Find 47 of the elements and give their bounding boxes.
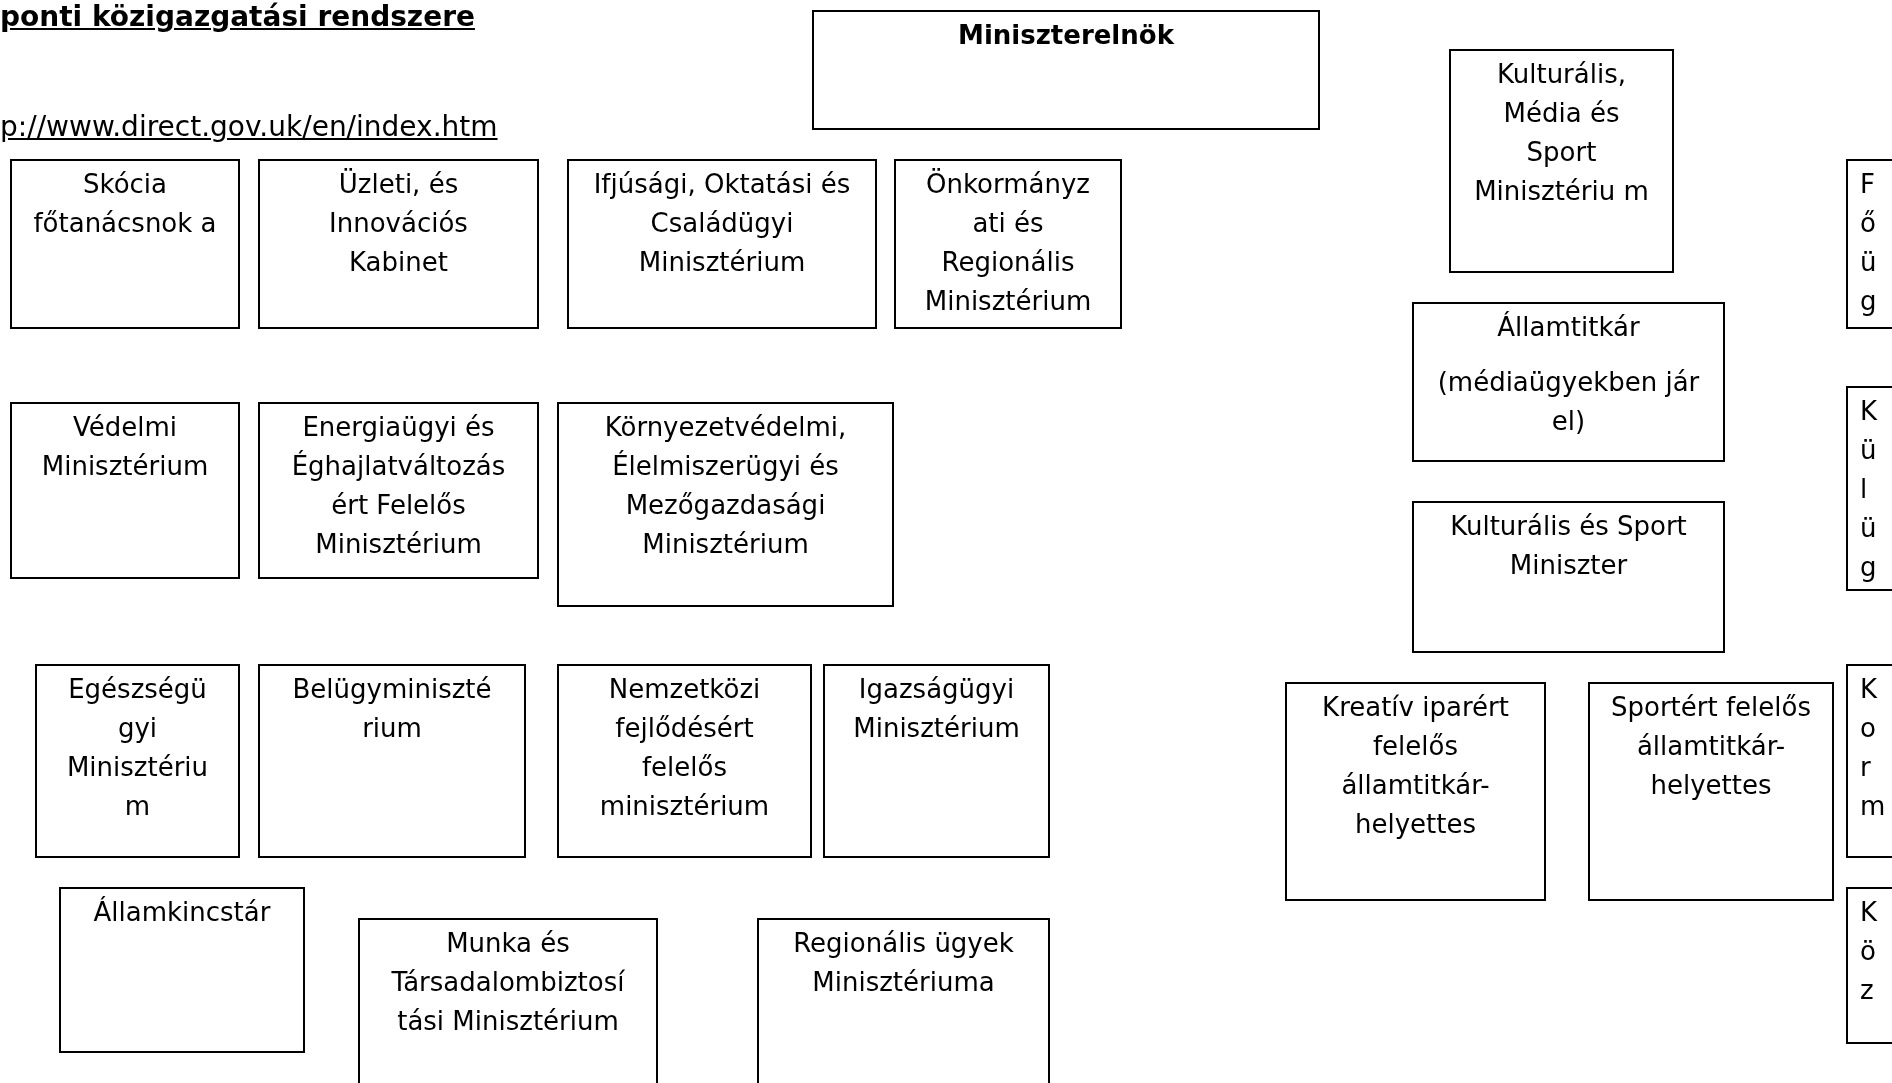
box-text: Munka és Társadalombiztosí tási Minisztérium — [390, 927, 626, 1038]
box-text: Ifjúsági, Oktatási és Családügyi Minisztérium — [592, 168, 852, 279]
org-box — [1285, 682, 1546, 901]
box-text: Üzleti, és Innovációs Kabinet — [328, 167, 469, 279]
org-box — [823, 664, 1050, 858]
org-box — [557, 402, 894, 607]
org-box — [567, 159, 877, 329]
org-box — [812, 10, 1320, 130]
box-text: Önkormányz ati és Regionális Minisztérium — [923, 167, 1093, 318]
org-box — [1449, 49, 1674, 273]
org-box — [757, 918, 1050, 1083]
org-box — [10, 402, 240, 579]
box-text: F ő ü g — [1860, 168, 1878, 318]
box-text: Nemzetközi fejlődésért felelős minisztérium — [598, 673, 771, 823]
box-text: (médiaügyekben jár el) — [1436, 366, 1701, 438]
org-box — [1412, 501, 1725, 653]
org-box — [557, 664, 812, 858]
source-url: p://www.direct.gov.uk/en/index.htm — [0, 110, 498, 144]
org-box — [1412, 302, 1725, 462]
box-text: Egészségü gyi Minisztériu m — [65, 673, 210, 823]
box-text: K o r m — [1860, 673, 1886, 823]
org-box — [10, 159, 240, 329]
box-text: Védelmi Minisztérium — [40, 411, 210, 483]
box-text: Kulturális és Sport Miniszter — [1449, 510, 1688, 582]
box-text: K ö z — [1860, 896, 1879, 1007]
box-text: Igazságügyi Minisztérium — [852, 673, 1021, 745]
org-box — [258, 664, 526, 858]
box-text: K ü l ü g — [1860, 395, 1879, 584]
box-text: Környezetvédelmi, Élelmiszerügyi és Mezőgazdasági Minisztérium — [603, 411, 848, 561]
box-text: Skócia főtanácsnok a — [32, 168, 218, 240]
box-text: Energiaügyi és Éghajlatváltozás ért Felelős Minisztérium — [290, 411, 507, 561]
box-text: Belügyminiszté rium — [291, 673, 493, 745]
org-box — [258, 402, 539, 579]
org-box — [358, 918, 658, 1083]
box-text: Kreatív iparért felelős államtitkár-helyettes — [1321, 691, 1510, 841]
org-box — [258, 159, 539, 329]
box-text: Regionális ügyek Minisztériuma — [792, 927, 1015, 999]
heading: Miniszterelnök — [958, 19, 1174, 52]
box-text: Kulturális, Média és Sport Minisztériu m — [1473, 58, 1650, 208]
org-box — [1588, 682, 1834, 901]
box-text: Sportért felelős államtitkár-helyettes — [1610, 691, 1812, 802]
title: ponti közigazgatási rendszere — [0, 0, 475, 34]
box-text: Államtitkár — [1497, 310, 1640, 344]
org-box — [894, 159, 1122, 329]
org-box — [59, 887, 305, 1053]
box-text: Államkincstár — [93, 895, 271, 929]
org-box — [35, 664, 240, 858]
